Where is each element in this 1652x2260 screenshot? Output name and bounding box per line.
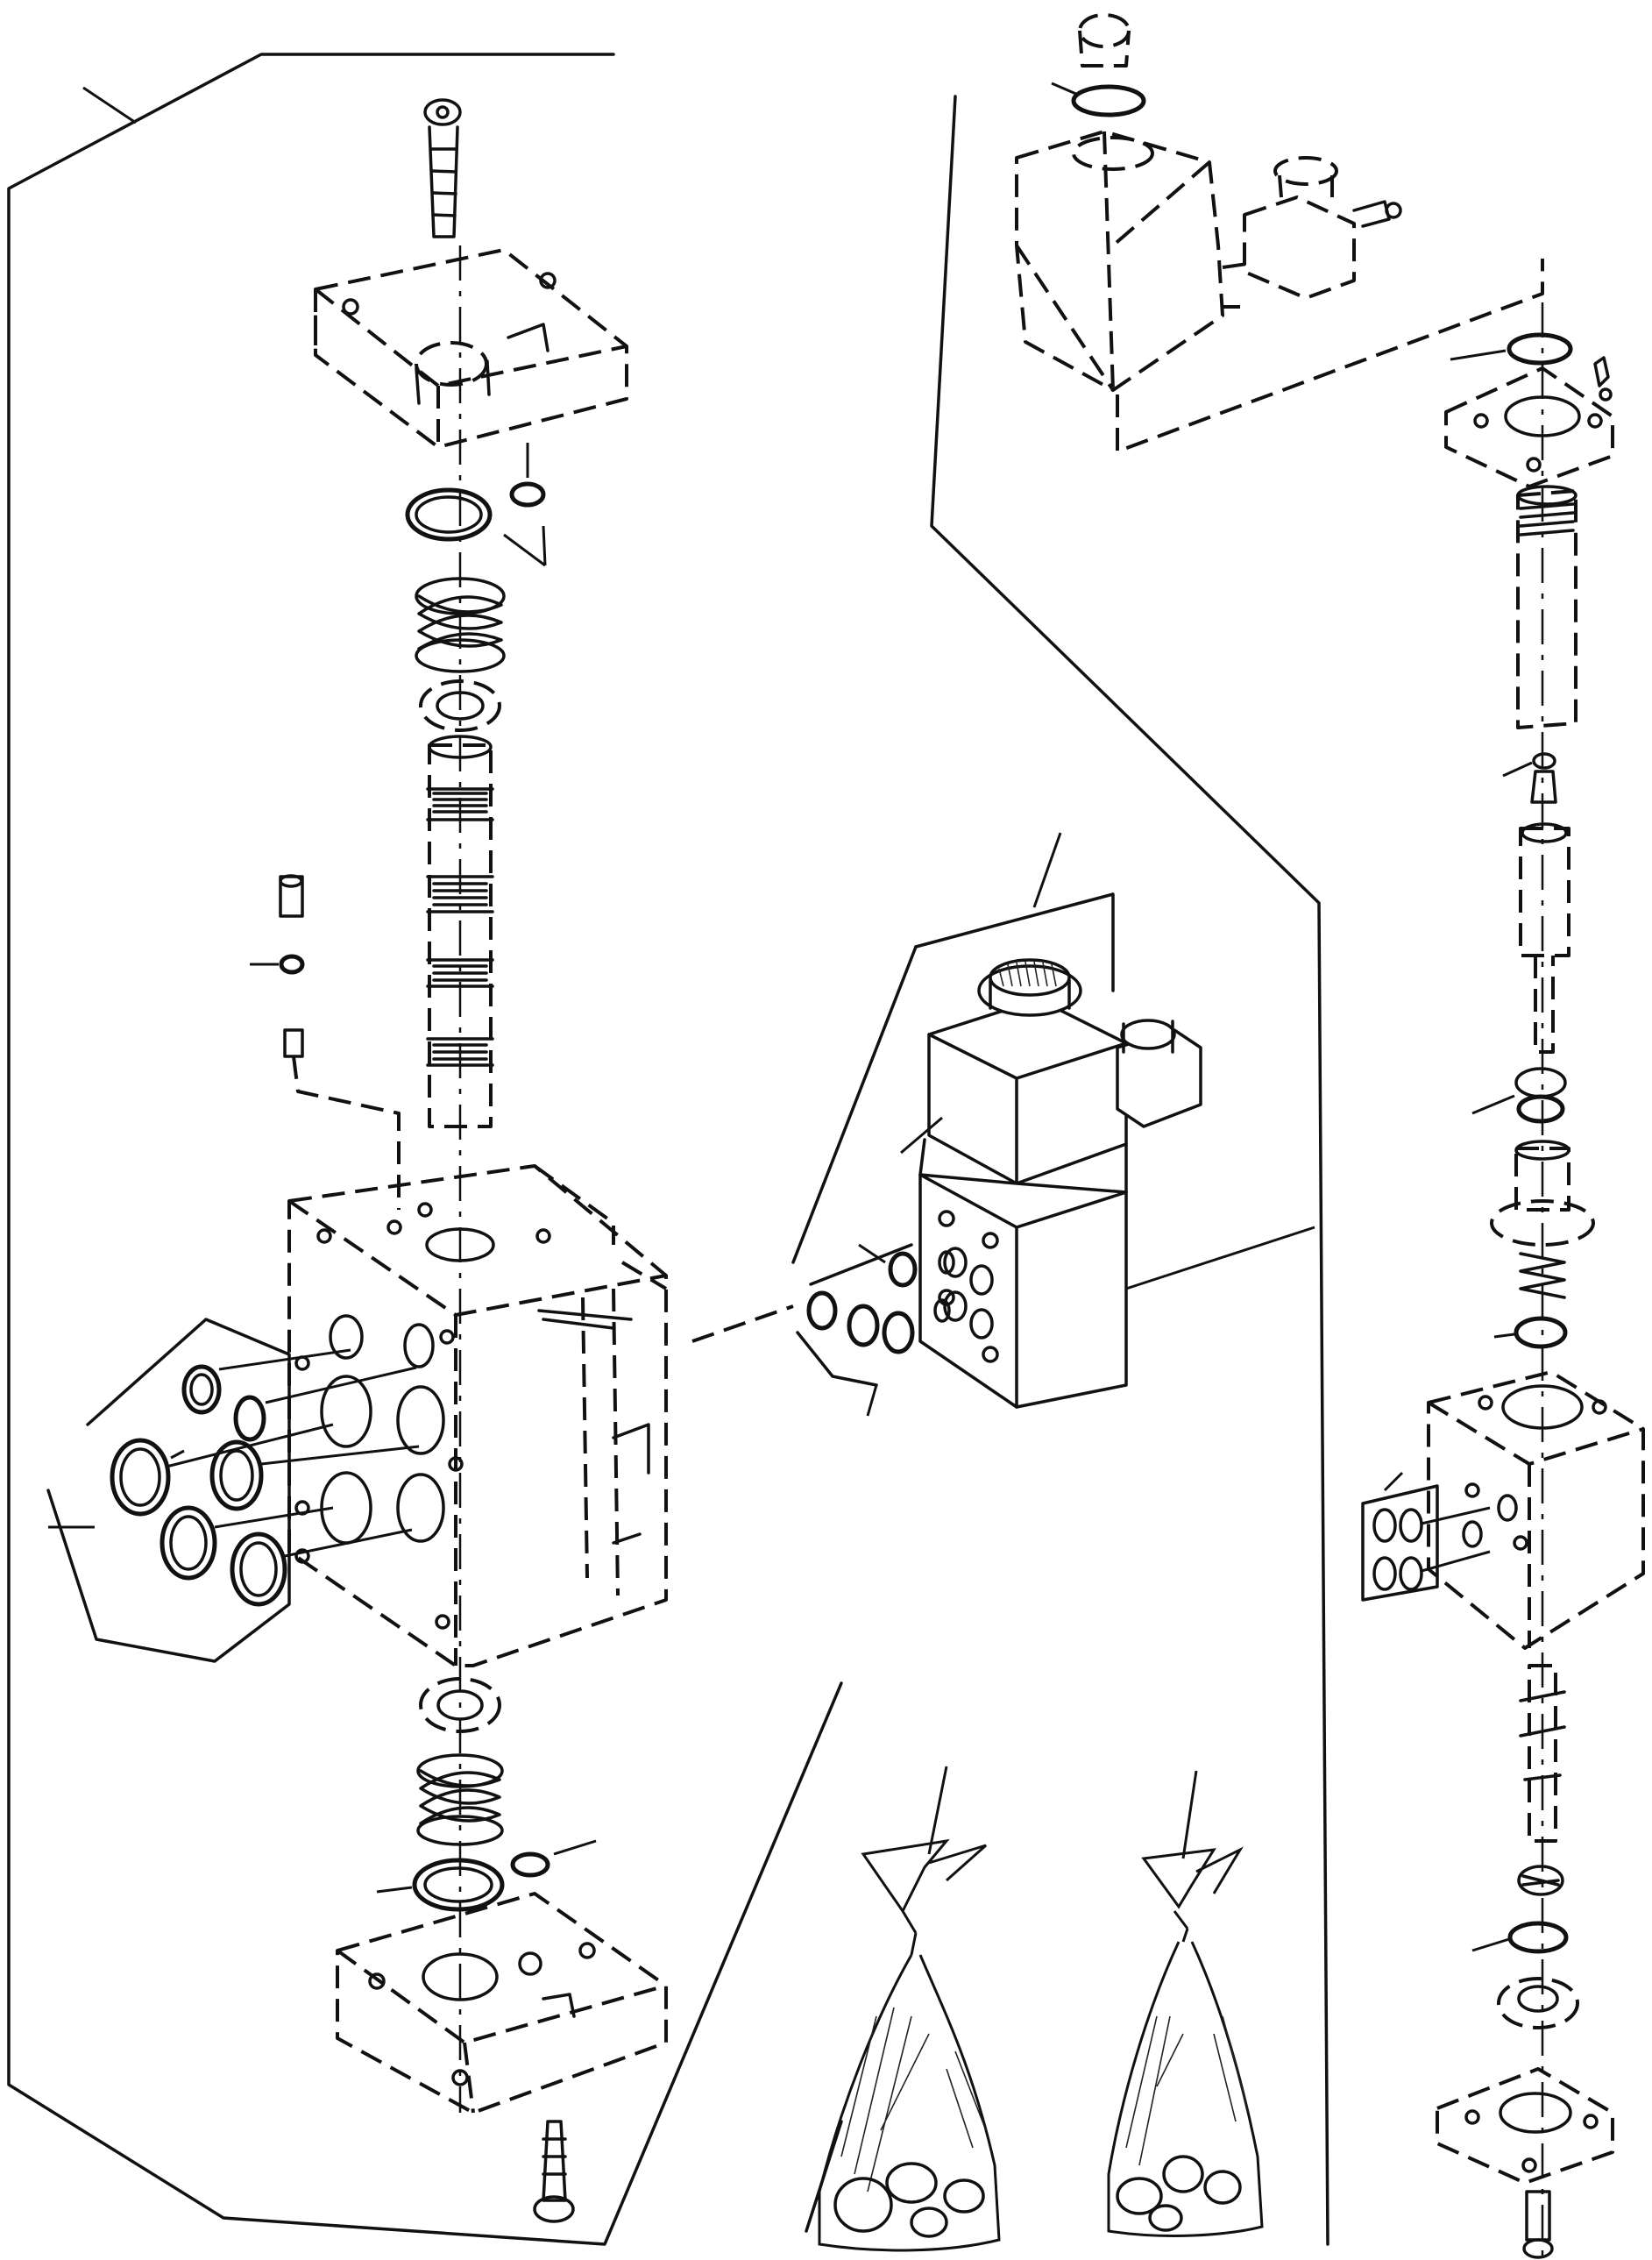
right-mid-o-ring <box>1493 1316 1568 1349</box>
right-block-seal-set <box>1361 1471 1491 1602</box>
solenoid-valve-frame <box>791 832 1115 1264</box>
right-lower-o-ring <box>1471 1921 1569 1954</box>
right-lower-stem <box>1517 1664 1566 1896</box>
right-bottom-screw <box>1522 2190 1554 2259</box>
cover-o-ring-large <box>405 487 493 542</box>
solenoid-valve-body <box>918 1138 1315 1409</box>
right-guide-ring <box>1471 1067 1567 1124</box>
right-small-spring <box>1519 1252 1566 1299</box>
detent-plug <box>250 874 401 1210</box>
right-small-ring-1 <box>1502 752 1557 804</box>
port-seal-set <box>46 1318 420 1663</box>
seal-kit-bag-1 <box>818 1766 1001 2252</box>
solenoid-seal-set <box>796 1243 955 1417</box>
bottom-o-ring-small <box>510 1851 550 1878</box>
right-valve-block <box>1427 1370 1645 1650</box>
valve-body <box>287 1164 668 1667</box>
bottom-cap-screw <box>533 2120 575 2223</box>
solenoid-connector <box>1116 1019 1202 1128</box>
right-poppet <box>1490 1140 1595 1247</box>
top-cap-screw <box>423 98 462 238</box>
right-top-flange <box>1444 366 1614 488</box>
upper-solenoid-connector <box>1243 156 1402 300</box>
upper-solenoid-cap <box>1051 13 1146 117</box>
top-cover <box>314 248 628 449</box>
seal-kit-bag-2 <box>1107 1770 1264 2237</box>
bottom-o-ring-large <box>412 1858 505 1912</box>
right-plunger <box>1519 822 1570 1054</box>
right-upper-tube <box>1516 485 1578 729</box>
right-column-frame <box>805 95 1329 2246</box>
bottom-cover <box>336 1892 668 2114</box>
cover-o-ring-small <box>509 481 546 508</box>
right-top-o-ring <box>1450 332 1613 402</box>
solenoid-coil <box>900 958 1128 1185</box>
upper-solenoid-coil <box>1015 130 1254 392</box>
right-bottom-flange <box>1436 2067 1614 2185</box>
main-valve-frame <box>7 53 843 2246</box>
right-lower-seat <box>1497 1977 1579 2029</box>
